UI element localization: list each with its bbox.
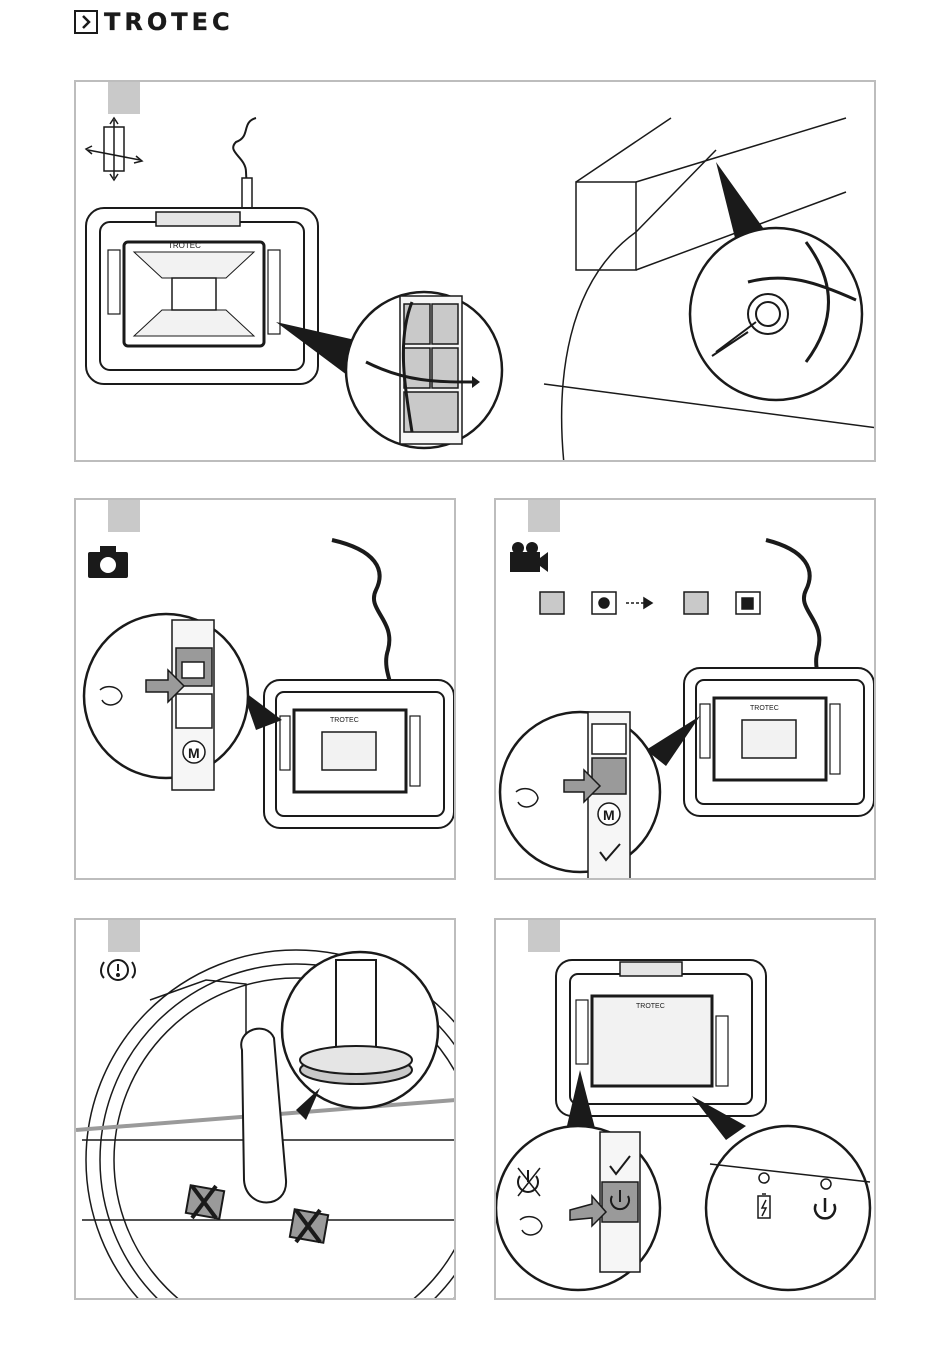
zoom-detail-circle <box>706 1126 870 1290</box>
inspection-camera-device <box>264 680 454 828</box>
device-brand-label: TROTEC <box>168 241 201 250</box>
step-2-panel: TROTEC M <box>74 498 456 880</box>
stop-square-icon <box>742 598 753 609</box>
step-2-illustration: TROTEC M <box>76 500 456 880</box>
inspection-camera-device <box>556 960 766 1116</box>
hand-pointer-icon <box>520 1217 542 1235</box>
chevron-right-icon <box>74 10 98 34</box>
inspection-camera-device <box>684 668 874 816</box>
step-1-panel: TROTEC <box>74 80 876 462</box>
navigation-arrows-icon <box>86 118 142 180</box>
hand-pointer-icon <box>100 687 122 705</box>
camera-icon <box>88 546 128 578</box>
step-3-panel: TROTEC M <box>494 498 876 880</box>
hand-pointer-icon <box>516 789 538 807</box>
inspection-camera-device <box>86 208 318 384</box>
step-4-panel <box>74 918 456 1300</box>
svg-text:M: M <box>603 807 615 823</box>
step-1-illustration: TROTEC <box>76 82 876 462</box>
video-camera-icon <box>510 542 548 572</box>
device-brand-label: TROTEC <box>330 717 359 724</box>
svg-text:M: M <box>188 745 200 761</box>
step-5-illustration: TROTEC <box>496 920 876 1300</box>
record-dot-icon <box>599 598 609 608</box>
brand-logo-text: TROTEC <box>104 8 234 36</box>
step-4-illustration <box>76 920 456 1300</box>
step-5-panel: TROTEC <box>494 918 876 1300</box>
step-3-illustration: TROTEC M <box>496 500 876 880</box>
device-brand-label: TROTEC <box>750 705 779 712</box>
brand-header: TROTEC <box>74 8 234 36</box>
info-circle-icon <box>101 960 135 980</box>
device-brand-label: TROTEC <box>636 1003 665 1010</box>
